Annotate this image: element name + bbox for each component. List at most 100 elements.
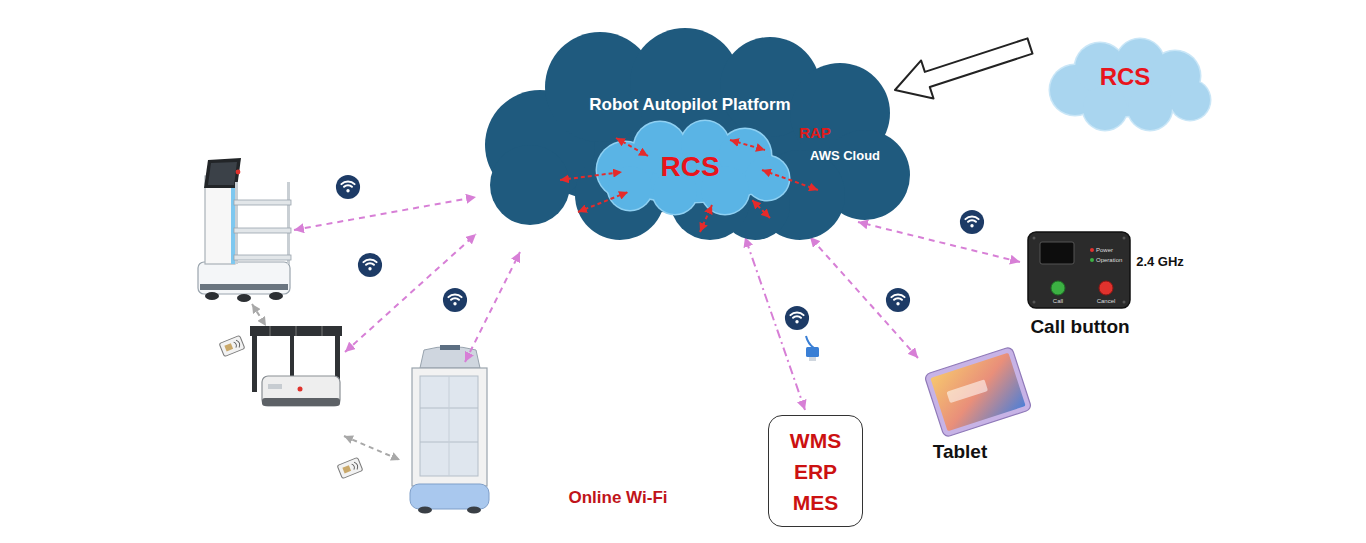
tablet-device [924, 346, 1032, 437]
block-arrow [895, 38, 1032, 98]
rcs-arrow [730, 140, 765, 150]
frequency-label: 2.4 GHz [1136, 255, 1184, 269]
wifi-icon [336, 175, 360, 199]
cloud-outline [1049, 38, 1212, 132]
ethernet-icon [806, 336, 814, 348]
call-button: Call button [1020, 228, 1150, 340]
platform-cloud: RCSRobot Autopilot PlatformRAPAWS Cloud [470, 25, 915, 240]
serving-robot [198, 262, 290, 294]
node-title: Tablet [933, 442, 988, 463]
wireless-link [465, 252, 520, 362]
rcs-arrow [578, 192, 628, 212]
rfid-tag [342, 465, 351, 473]
tablet: Tablet [918, 345, 1043, 465]
rcs-arrow [762, 170, 818, 190]
rcs-cloud: RCS [1040, 38, 1212, 133]
cabinet-robot [410, 484, 489, 509]
wifi-icon [443, 288, 467, 312]
node-label: AWS Cloud [810, 149, 880, 163]
serving-robot [234, 228, 291, 233]
wireless-link [745, 237, 805, 410]
wireless-link [294, 197, 476, 230]
call-button-device [1090, 258, 1094, 262]
cloud-fill [490, 145, 570, 225]
cloud-fill [485, 28, 910, 240]
rcs-arrow [700, 205, 712, 232]
tablet-device [930, 353, 1025, 432]
agv-robot [250, 326, 342, 406]
led-label: Operation [1096, 257, 1122, 264]
agv-robot [250, 326, 342, 336]
wireless-link [810, 237, 918, 358]
serving-robot [208, 162, 237, 185]
led-label: Power [1096, 247, 1113, 254]
agv-robot [268, 384, 282, 389]
call-button-device [1033, 237, 1036, 240]
call-button-device [1028, 232, 1130, 308]
rfid-tag [337, 457, 363, 478]
serving-robot [234, 255, 291, 260]
call-button-device [1123, 237, 1126, 240]
serving-robot [236, 170, 241, 175]
node-title: WMS ERP MES [790, 425, 841, 518]
cabinet-robot [410, 345, 489, 514]
network-label: Online Wi-Fi [568, 489, 667, 508]
button-label: Call [1053, 298, 1063, 305]
cabinet-robot [440, 345, 460, 350]
cabinet-robot [418, 507, 432, 514]
cloud-fill [1083, 86, 1127, 130]
rfid-tag [219, 335, 363, 478]
agv-robot [262, 376, 340, 406]
cloud-fill [597, 121, 789, 214]
cloud-outline [596, 120, 791, 216]
call-button-device [1090, 248, 1094, 252]
agv-robot [290, 336, 294, 380]
rfid-tag [224, 343, 233, 351]
serving-robot [287, 182, 290, 264]
tablet-device [924, 346, 1032, 437]
node-label: RAP [799, 125, 831, 142]
cabinet-robot [449, 376, 450, 476]
ethernet-icon [806, 336, 819, 361]
wifi-icon [358, 253, 382, 277]
serving-robot [205, 292, 219, 300]
agv-robot [322, 326, 323, 336]
serving-robot [235, 182, 238, 264]
cloud-fill [1128, 86, 1172, 130]
serving-robot [234, 200, 291, 205]
rcs-arrow [616, 138, 648, 156]
cabinet-robot [412, 368, 487, 486]
wifi-icon [960, 210, 984, 234]
rfid-tag [351, 461, 359, 470]
ethernet-icon [806, 347, 819, 357]
agv-robot [296, 326, 297, 336]
serving-robot [200, 284, 288, 290]
rfid-tag [219, 335, 245, 356]
cloud-fill [745, 156, 789, 200]
rcs-arrow [752, 200, 770, 218]
serving-robot [198, 158, 291, 302]
wireless-link [858, 222, 1020, 262]
wifi-icon [785, 306, 809, 330]
agv-robot [262, 398, 340, 406]
rfid-tag [337, 457, 363, 478]
button-label: Cancel [1097, 298, 1116, 305]
call-button-device [1040, 242, 1074, 264]
rfid-tag [233, 339, 241, 348]
tag-link [252, 304, 400, 460]
node-title: Call button [1030, 317, 1129, 338]
tablet-device [946, 379, 988, 403]
cloud-fill [608, 166, 652, 210]
agv-robot [298, 387, 303, 392]
rfid-tag [219, 335, 245, 356]
call-button-device [1028, 232, 1130, 308]
serving-robot [237, 294, 251, 302]
node-title: RCS [660, 152, 719, 183]
agv-robot [270, 326, 271, 336]
serving-robot [269, 292, 283, 300]
wireless-link [294, 197, 520, 362]
ethernet-icon [809, 357, 816, 361]
rcs-arrow [560, 172, 622, 180]
tag-link [252, 304, 266, 326]
tag-link [344, 436, 400, 460]
